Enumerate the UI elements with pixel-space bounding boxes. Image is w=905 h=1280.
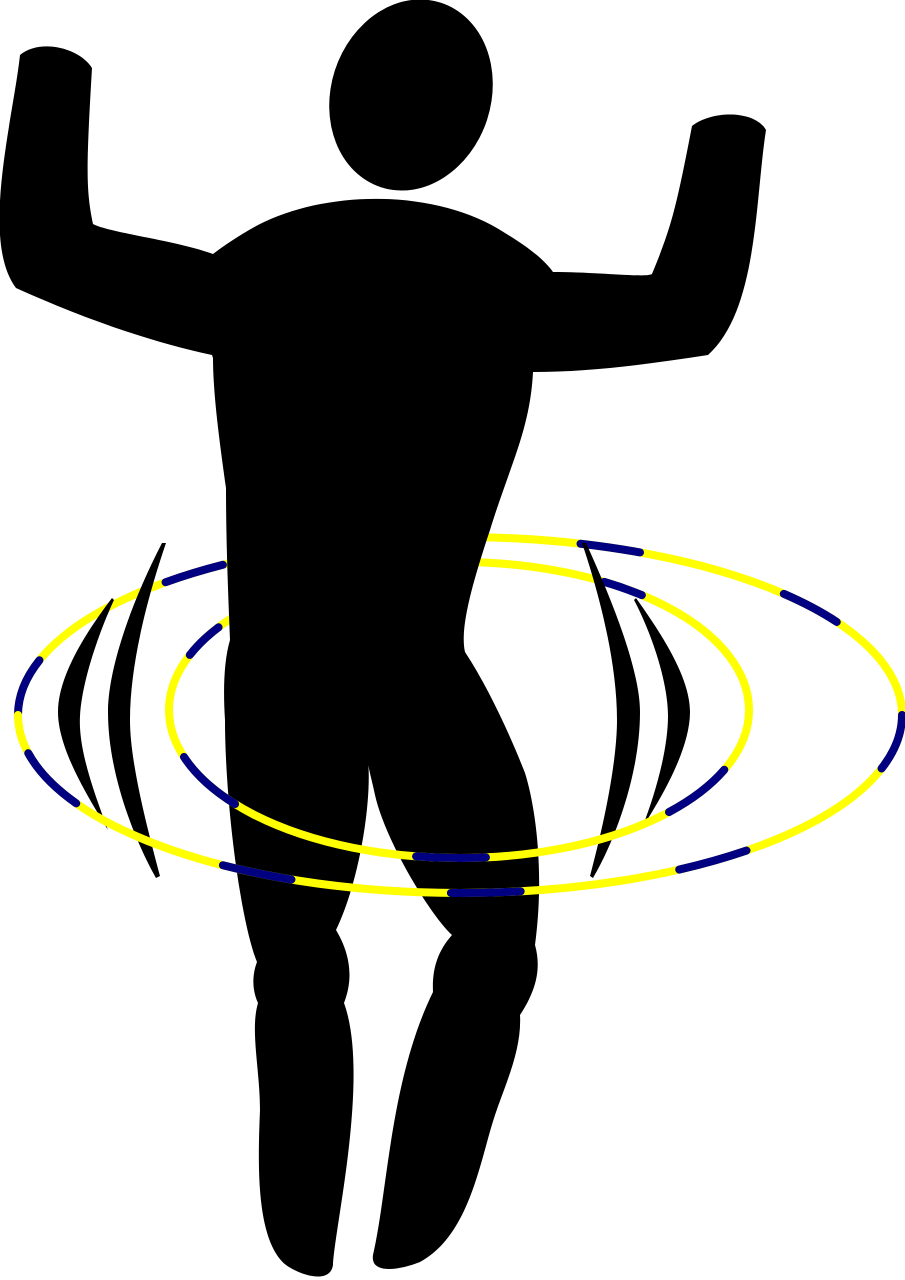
motion-line-right-outer bbox=[582, 543, 640, 878]
motion-lines bbox=[58, 543, 690, 878]
inner-hoop-front-accent bbox=[165, 706, 753, 862]
body bbox=[0, 46, 766, 1277]
head bbox=[329, 0, 493, 191]
inner-hoop-back-accent bbox=[165, 558, 753, 714]
person-silhouette bbox=[0, 0, 766, 1277]
motion-line-right-inner bbox=[634, 598, 690, 828]
outer-hoop-front-accent bbox=[14, 711, 905, 897]
motion-line-left-inner bbox=[58, 598, 114, 830]
motion-line-left-outer bbox=[108, 543, 166, 878]
hoops-front bbox=[14, 706, 905, 897]
